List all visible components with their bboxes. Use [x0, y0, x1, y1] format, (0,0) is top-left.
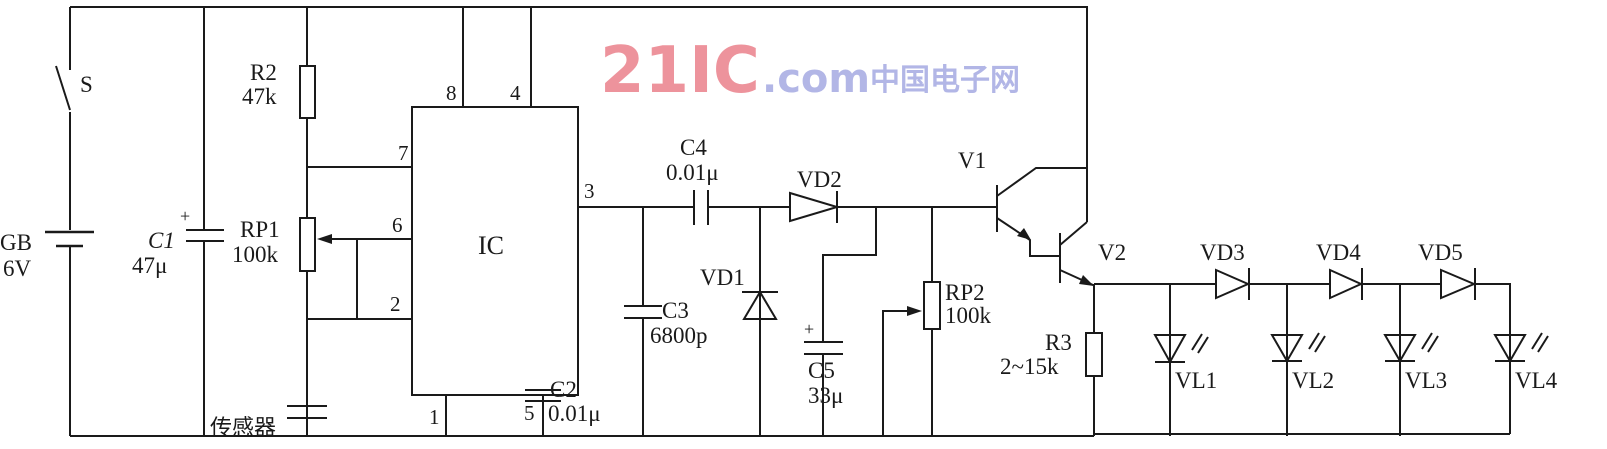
led-vl2: VL2	[1270, 284, 1334, 436]
diode-vd5: VD5	[1418, 240, 1477, 300]
svg-text:100k: 100k	[232, 242, 279, 267]
svg-text:3: 3	[584, 179, 595, 203]
led-vl1: VL1	[1153, 284, 1217, 436]
svg-text:VL3: VL3	[1405, 368, 1447, 393]
svg-text:VL2: VL2	[1292, 368, 1334, 393]
watermark-main: 21IC	[600, 34, 760, 108]
resistor-r3: R3 2~15k	[1000, 284, 1103, 436]
svg-text:6: 6	[392, 213, 403, 237]
led-vl3: VL3	[1383, 284, 1447, 436]
svg-text:RP2: RP2	[945, 280, 985, 305]
svg-text:VD1: VD1	[700, 265, 745, 290]
potentiometer-rp2: RP2 100k	[882, 207, 992, 436]
svg-text:VL4: VL4	[1515, 368, 1558, 393]
watermark: 21IC .com 中国电子网	[600, 34, 1020, 108]
led-rail	[1094, 283, 1511, 434]
svg-text:7: 7	[398, 141, 409, 165]
led-vl4: VL4	[1493, 332, 1558, 393]
svg-text:6V: 6V	[3, 256, 32, 281]
svg-text:R2: R2	[250, 60, 277, 85]
svg-text:RP1: RP1	[240, 217, 280, 242]
switch-s: S	[55, 7, 93, 230]
capacitor-c2: C2 0.01μ	[525, 377, 601, 426]
svg-text:33μ: 33μ	[808, 383, 843, 408]
top-rail	[70, 6, 1088, 222]
svg-text:S: S	[80, 72, 93, 97]
svg-text:4: 4	[510, 81, 521, 105]
svg-text:100k: 100k	[945, 303, 992, 328]
capacitor-c4: C4 0.01μ	[666, 135, 719, 225]
svg-text:8: 8	[446, 81, 457, 105]
watermark-sub: .com	[762, 56, 870, 102]
svg-text:传感器: 传感器	[210, 416, 276, 441]
svg-text:2~15k: 2~15k	[1000, 354, 1059, 379]
svg-text:VD4: VD4	[1316, 240, 1361, 265]
svg-text:VD2: VD2	[797, 167, 842, 192]
svg-text:6800p: 6800p	[650, 323, 708, 348]
svg-text:47k: 47k	[242, 84, 277, 109]
transistor-v2: V2	[1059, 221, 1126, 286]
svg-text:C3: C3	[662, 298, 689, 323]
ic-chip: IC 7 6 2 8 4 3 1 5	[307, 7, 595, 436]
svg-text:GB: GB	[0, 230, 32, 255]
svg-text:5: 5	[524, 401, 535, 425]
sensor-capacitor: 传感器	[210, 405, 327, 441]
svg-text:+: +	[180, 206, 190, 226]
svg-text:VD5: VD5	[1418, 240, 1463, 265]
battery-gb: GB 6V	[0, 230, 94, 436]
capacitor-c3: C3 6800p	[624, 207, 708, 436]
svg-text:2: 2	[390, 292, 401, 316]
watermark-cn: 中国电子网	[870, 63, 1020, 98]
svg-text:+: +	[804, 319, 814, 339]
svg-text:V1: V1	[958, 148, 986, 173]
diode-vd4: VD4	[1316, 240, 1364, 300]
svg-text:R3: R3	[1045, 330, 1072, 355]
diode-vd2: VD2	[789, 167, 976, 223]
svg-text:47μ: 47μ	[132, 253, 167, 278]
svg-text:V2: V2	[1098, 240, 1126, 265]
svg-text:VD3: VD3	[1200, 240, 1245, 265]
svg-text:C5: C5	[808, 358, 835, 383]
diode-vd3: VD3	[1200, 240, 1251, 300]
diode-vd1: VD1	[700, 207, 778, 436]
svg-text:IC: IC	[478, 231, 504, 260]
capacitor-c5: + C5 33μ	[804, 207, 877, 436]
resistor-r2: R2 47k	[242, 7, 316, 218]
potentiometer-rp1: RP1 100k	[232, 217, 332, 436]
svg-text:0.01μ: 0.01μ	[548, 401, 601, 426]
svg-text:VL1: VL1	[1175, 368, 1217, 393]
svg-text:C2: C2	[550, 377, 577, 402]
capacitor-c1: + C1 47μ	[132, 7, 224, 436]
svg-text:C1: C1	[148, 228, 175, 253]
svg-text:1: 1	[429, 405, 440, 429]
bottom-rail	[70, 433, 1510, 437]
svg-text:C4: C4	[680, 135, 707, 160]
svg-text:0.01μ: 0.01μ	[666, 160, 719, 185]
transistor-v1: V1	[958, 148, 1087, 257]
